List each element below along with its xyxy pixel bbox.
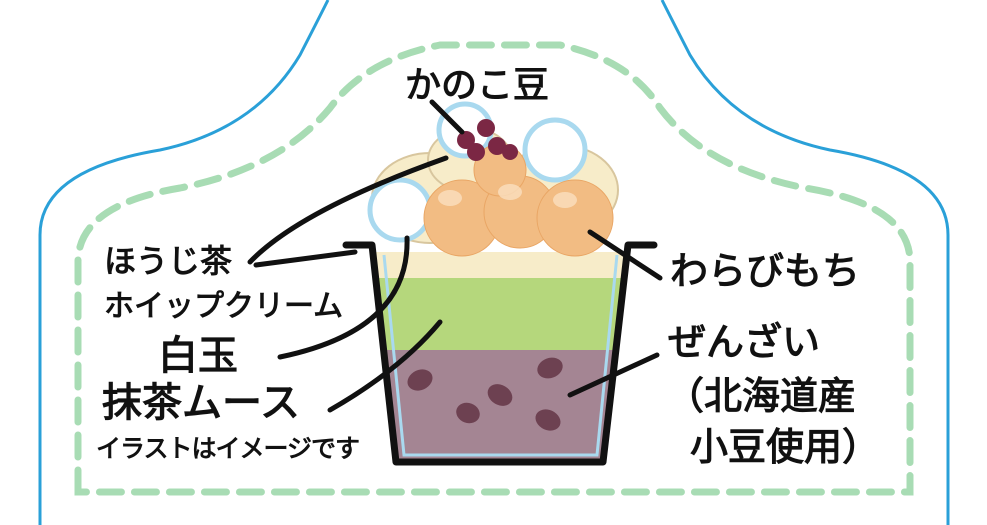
- label-hojicha-line1: ほうじ茶: [104, 242, 233, 280]
- hojicha-cream-layer: [373, 252, 627, 278]
- label-matcha-mousse: 抹茶ムース: [102, 380, 300, 426]
- label-kanoko-mame: かのこ豆: [405, 65, 550, 106]
- cup-inner-rim: [382, 254, 619, 457]
- warabi-highlights: [438, 184, 577, 208]
- label-zenzai-origin-line1: （北海道産: [666, 374, 857, 418]
- zenzai-layer: [382, 350, 618, 462]
- leader-lines: [247, 99, 663, 413]
- illustration-note: イラストはイメージです: [96, 434, 360, 463]
- cup-outline: [368, 244, 632, 466]
- dashed-frame: [74, 41, 914, 496]
- label-hojicha-line2: ホイップクリーム: [104, 289, 344, 324]
- package-outline: [38, 0, 330, 525]
- label-shiratama: 白玉: [158, 333, 238, 379]
- package-outline-right: [660, 0, 950, 525]
- label-zenzai-origin-line2: 小豆使用）: [690, 425, 881, 469]
- label-warabi-mochi: わらびもち: [670, 249, 861, 293]
- matcha-mousse-layer: [376, 278, 624, 350]
- zenzai-beans: [407, 357, 563, 431]
- kanoko-beans: [457, 119, 518, 161]
- shiratama-balls: [367, 101, 588, 243]
- label-zenzai: ぜんざい: [668, 320, 821, 364]
